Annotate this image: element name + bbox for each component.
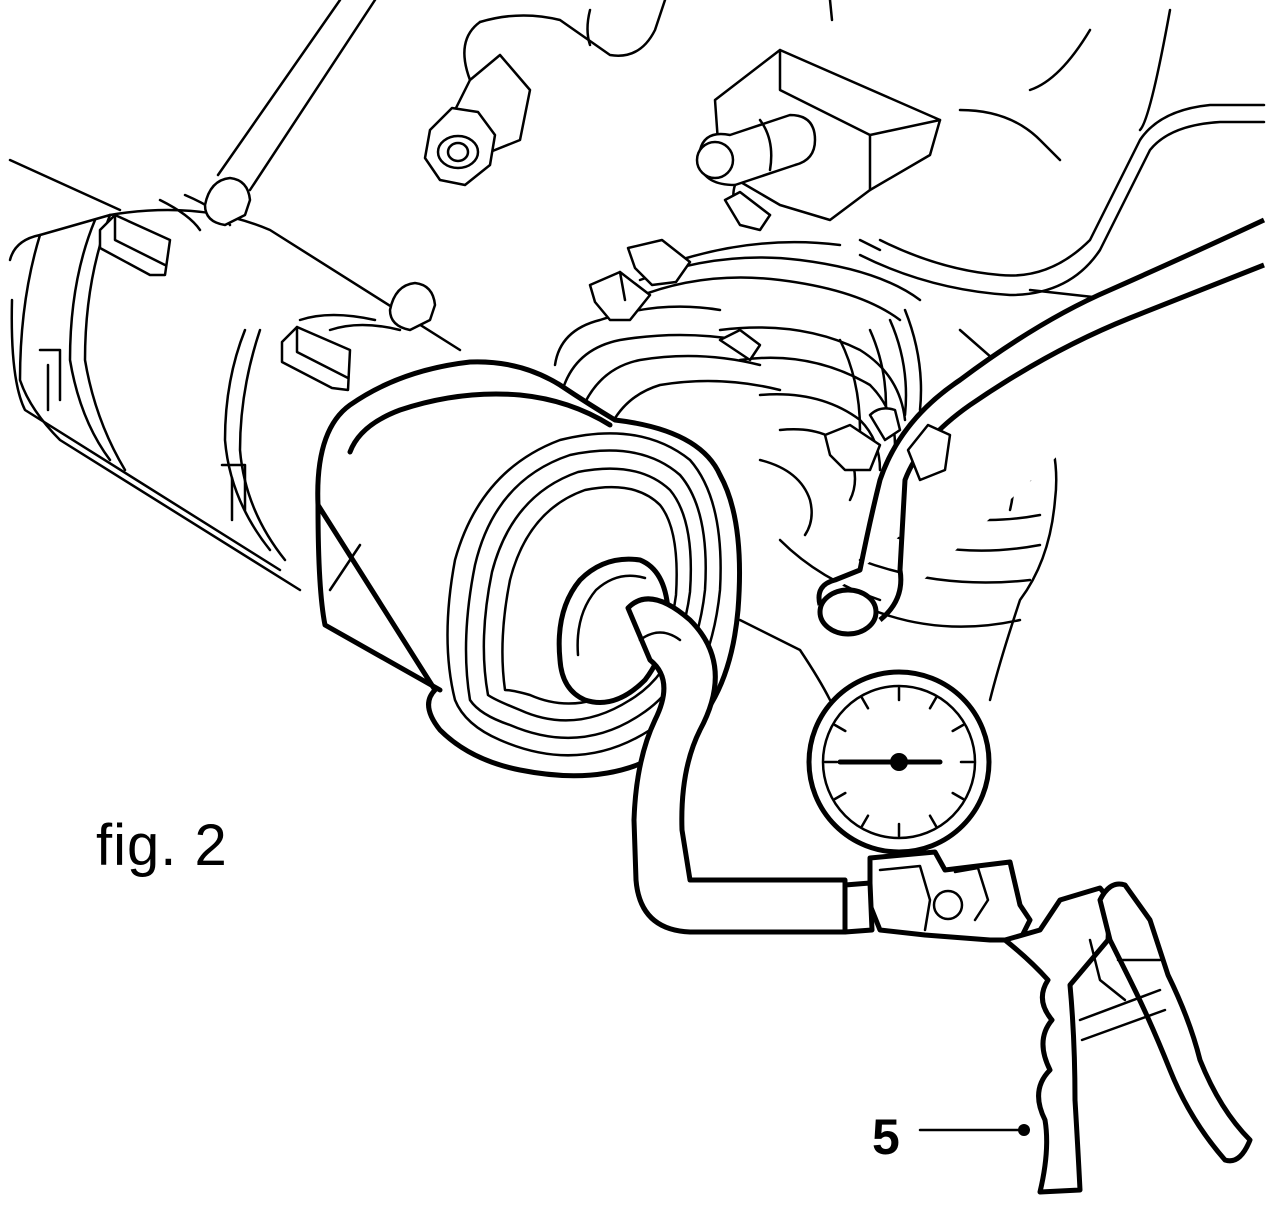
gauge-tick [928, 814, 938, 828]
sensor-connector [695, 48, 942, 222]
gauge-tick [951, 723, 965, 733]
gauge-tick [833, 791, 847, 801]
gauge-tick [860, 696, 870, 710]
gauge-tick [833, 723, 847, 733]
gauge-tick [860, 814, 870, 828]
callout-number-5: 5 [872, 1109, 900, 1165]
test-adapter [315, 359, 742, 779]
callout-leader-5 [918, 1124, 1030, 1136]
hex-nut [423, 53, 532, 187]
return-hose [816, 217, 1266, 637]
gauge-tick [928, 696, 938, 710]
corrugated-bellows [553, 190, 923, 537]
vacuum-hose [625, 596, 848, 935]
intake-duct [8, 176, 462, 592]
gauge-tick [951, 791, 965, 801]
vacuum-pump [806, 669, 1253, 1195]
figure-caption: fig. 2 [96, 813, 228, 878]
